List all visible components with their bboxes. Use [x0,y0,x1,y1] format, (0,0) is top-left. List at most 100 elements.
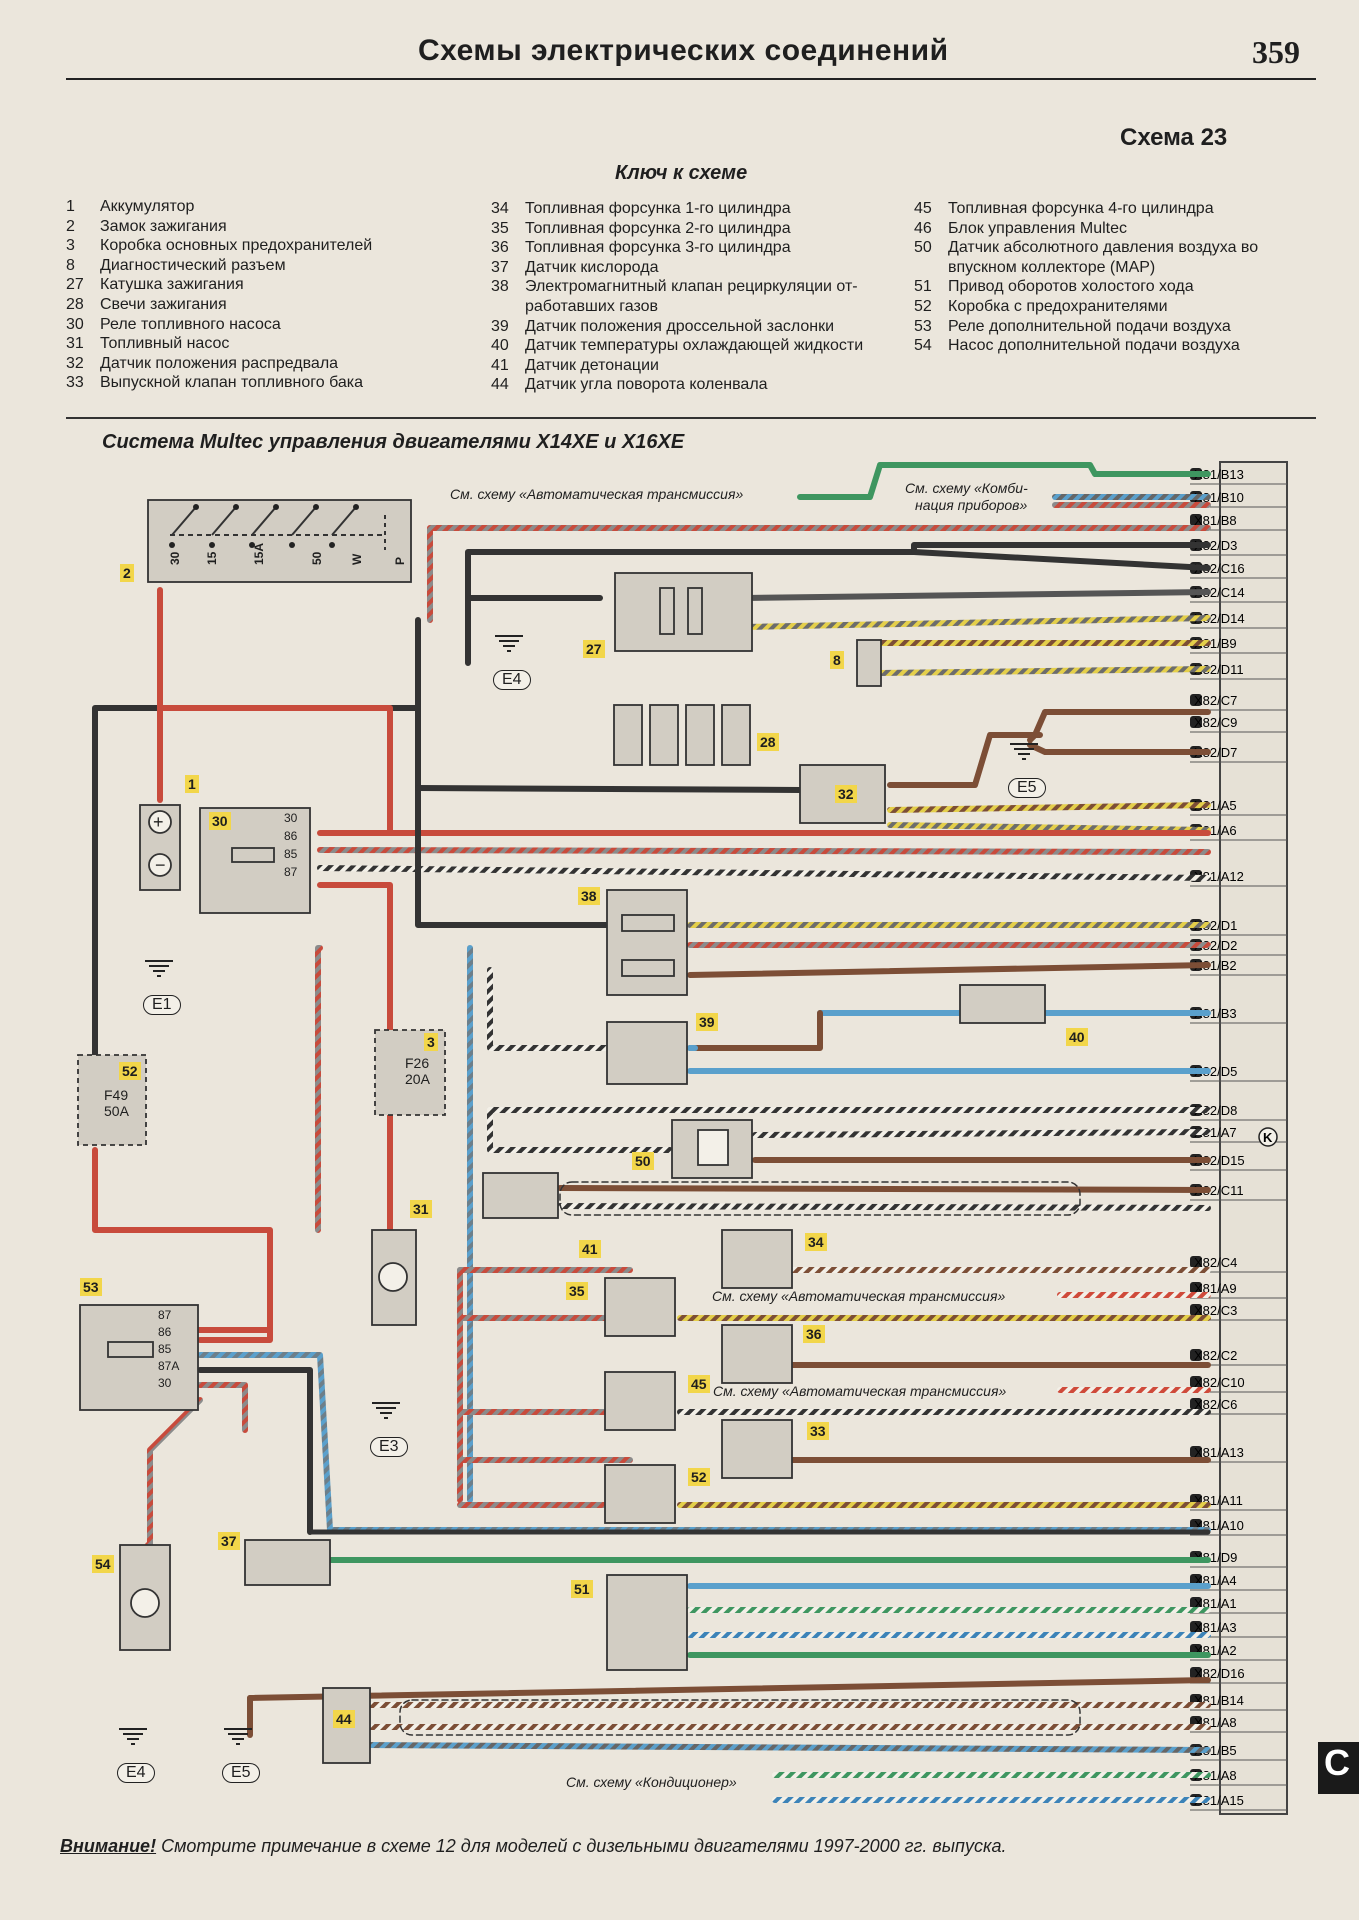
key-title: Ключ к схеме [615,162,748,184]
ground-label-E1: E1 [143,995,181,1015]
key-item-number: 33 [66,374,84,392]
section-rule [66,417,1316,419]
component-tag-38: 38 [578,887,600,905]
relay30-pin-85: 85 [284,847,298,861]
key-item-text: Электромагнитный клапан рециркуляции от- [525,278,858,296]
key-item-text: впускном коллекторе (MAP) [948,258,1156,276]
relay53-pin-87A: 87A [158,1359,180,1373]
relay30-pin-30: 30 [284,811,298,825]
ecu-pin-stub [1190,1349,1202,1361]
key-item-number: 35 [491,219,509,237]
component-tag-2: 2 [120,564,134,582]
key-item-text: Реле дополнительной подачи воздуха [948,317,1231,335]
switch-terminal-50: 50 [310,551,324,565]
ecu-pin-label: X81/B3 [1194,1006,1237,1021]
key-item-text: Датчик угла поворота коленвала [525,376,768,394]
ecu-pin-label: X82/C4 [1194,1255,1237,1270]
ecu-pin-label: X82/C7 [1194,693,1237,708]
component-tag-52: 52 [688,1468,710,1486]
component-tag-27: 27 [583,640,605,658]
key-item-number: 53 [914,317,932,335]
ecu-pin-label: X81/A8 [1194,1768,1237,1783]
cross-ref-auto-trans-2: См. схему «Автоматическая трансмиссия» [712,1288,1006,1304]
component-tag-35: 35 [566,1282,588,1300]
scheme-label: Схема 23 [1120,124,1228,151]
component-tag-53: 53 [80,1278,102,1296]
ecu-pin-stub [1190,716,1202,728]
ecu-pin-stub [1190,694,1202,706]
switch-terminal-15A: 15A [252,542,266,565]
note-lead: Внимание! [60,1836,157,1856]
note-text: Смотрите примечание в схеме 12 для модел… [156,1836,1007,1856]
component-tag-39: 39 [696,1013,718,1031]
key-item-number: 27 [66,276,84,294]
ecu-pin-label: X82/D5 [1194,1064,1237,1079]
component-tag-37: 37 [218,1532,240,1550]
component-tag-52: 52 [119,1062,141,1080]
ecu-pin-label: X82/D8 [1194,1103,1237,1118]
key-item: впускном коллекторе (MAP) [914,258,1258,278]
ecu-pin-label: X81/A3 [1194,1620,1237,1635]
component-tag-50: 50 [632,1152,654,1170]
relay53-pin-30: 30 [158,1376,172,1390]
switch-terminal-P: P [393,556,407,565]
component-tag-1: 1 [185,775,199,793]
component-tag-41: 41 [579,1240,601,1258]
cross-ref-auto-trans-3: См. схему «Автоматическая трансмиссия» [713,1383,1007,1399]
ecu-pin-label: X82/D2 [1194,938,1237,953]
cross-ref-instruments-1: См. схему «Комби- [905,480,1028,496]
key-item-text: Топливная форсунка 1-го цилиндра [525,200,791,217]
component-tag-40: 40 [1066,1028,1088,1046]
svg-text:K: K [1263,1130,1273,1145]
key-item-number: 51 [914,278,932,296]
ecu-pin-label: X82/D11 [1194,662,1244,677]
relay30-pin-86: 86 [284,829,298,843]
component-tag-54: 54 [92,1555,114,1573]
switch-terminal-W: W [350,553,364,565]
cross-ref-instruments-2: нация приборов» [915,497,1028,513]
ecu-pin-label: X81/A13 [1194,1445,1244,1460]
key-item: работавших газов [491,297,863,317]
key-item-text: Коробка основных предохранителей [100,237,373,255]
key-item-text: Насос дополнительной подачи воздуха [948,337,1240,355]
ecu-pin-label: X81/B8 [1194,513,1237,528]
ecu-pin-stub [1190,1376,1202,1388]
key-item-text: Датчик абсолютного давления воздуха во [948,239,1259,257]
ecu-pin-label: X82/C2 [1194,1348,1237,1363]
key-item-text: Коробка с предохранителями [948,297,1168,315]
ecu-pin-label: X81/B9 [1194,636,1237,651]
component-tag-33: 33 [807,1422,829,1440]
fuse-f49: F49 50A [104,1087,129,1119]
ground-label-E3: E3 [370,1437,408,1457]
ecu-pin-stub [1190,1667,1202,1679]
cross-ref-auto-trans-1: См. схему «Автоматическая трансмиссия» [450,486,744,502]
component-tag-31: 31 [410,1200,432,1218]
footer-note: Внимание! Смотрите примечание в схеме 12… [60,1836,1006,1857]
ecu-pin-label: X82/D7 [1194,745,1237,760]
ground-label-E5: E5 [222,1763,260,1783]
ecu-pin-label: X82/C3 [1194,1303,1237,1318]
component-tag-3: 3 [424,1033,438,1051]
key-item-text: Датчик детонации [525,356,659,374]
key-item-number: 45 [914,200,932,217]
key-item-text: Свечи зажигания [100,295,227,313]
relay53-pin-87: 87 [158,1308,172,1322]
